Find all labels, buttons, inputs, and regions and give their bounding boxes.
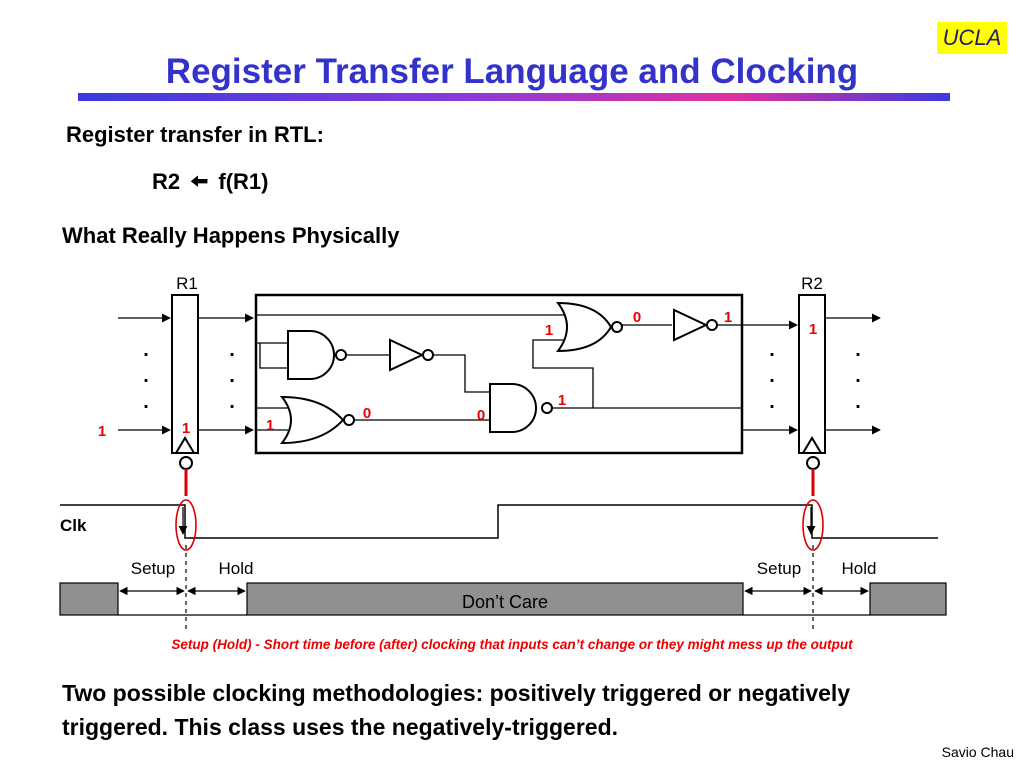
dot: . [769, 365, 775, 387]
dot: . [229, 339, 235, 361]
logic-gates [279, 301, 718, 445]
dont-care-label: Don’t Care [462, 592, 548, 612]
dot: . [769, 391, 775, 413]
left-arrow-icon: 🠨 [190, 169, 209, 194]
author-credit: Savio Chau [941, 744, 1014, 760]
section-heading: What Really Happens Physically [62, 223, 400, 248]
dot: . [855, 339, 861, 361]
subheading: Register transfer in RTL: [66, 122, 324, 147]
setup-label-1: Setup [131, 559, 175, 578]
hold-label-2: Hold [842, 559, 877, 578]
setup-label-2: Setup [757, 559, 801, 578]
logic-wires [256, 314, 742, 431]
nor-gate-1 [279, 395, 355, 445]
value-r1-input: 1 [98, 423, 106, 440]
rtl-statement: R2 🠨 f(R1) [152, 165, 268, 203]
timing-bars [59, 582, 947, 616]
inverter-2 [673, 308, 718, 342]
value-inverter-output: 1 [724, 309, 732, 326]
slide-title: Register Transfer Language and Clocking [165, 52, 859, 91]
nand-gate-2 [489, 383, 553, 433]
signal-values: 1 1 1 0 0 1 1 0 1 1 [98, 309, 817, 440]
register-r2 [798, 294, 826, 496]
nor-gate-2 [556, 301, 623, 353]
value-r2-output: 1 [809, 321, 817, 338]
register-r1-label: R1 [176, 274, 198, 293]
bus-ellipsis: . . . . . . . . . . . . [143, 339, 861, 413]
clock-label: Clk [60, 516, 87, 535]
hold-label-1: Hold [219, 559, 254, 578]
value-and-input: 0 [477, 407, 485, 424]
value-r1-output: 1 [182, 420, 190, 437]
setup-hold-arrows [118, 586, 870, 616]
stable-region-left [59, 582, 119, 616]
value-nor-input: 1 [545, 322, 553, 339]
conclusion-text: Two possible clocking methodologies: pos… [62, 680, 851, 740]
value-or-input: 1 [266, 417, 274, 434]
stable-region-right [869, 582, 947, 616]
rtl-destination: R2 [152, 169, 181, 194]
register-r2-label: R2 [801, 274, 823, 293]
clock-edge-marker-2 [802, 499, 824, 551]
register-io-arrows [118, 313, 881, 435]
value-and-output: 1 [558, 392, 566, 409]
dot: . [769, 339, 775, 361]
ucla-logo: UCLA [937, 22, 1007, 54]
value-nor-output: 0 [633, 309, 641, 326]
dot: . [855, 365, 861, 387]
nand-gate-1 [287, 330, 347, 380]
timing-labels: Setup Hold Setup Hold [131, 559, 877, 578]
rtl-source: f(R1) [218, 169, 269, 194]
value-or-output: 0 [363, 405, 371, 422]
dot: . [143, 365, 149, 387]
edge-guide-lines [185, 545, 814, 632]
dot: . [229, 365, 235, 387]
dot: . [855, 391, 861, 413]
dot: . [229, 391, 235, 413]
setup-hold-footnote: Setup (Hold) - Short time before (after)… [171, 637, 853, 652]
clock-edge-marker-1 [175, 499, 197, 551]
register-r1 [171, 294, 199, 496]
inverter-1 [389, 338, 434, 372]
title-underline [78, 93, 950, 101]
dot: . [143, 339, 149, 361]
clock-waveform [60, 504, 938, 539]
dont-care-region [246, 582, 744, 616]
dot: . [143, 391, 149, 413]
